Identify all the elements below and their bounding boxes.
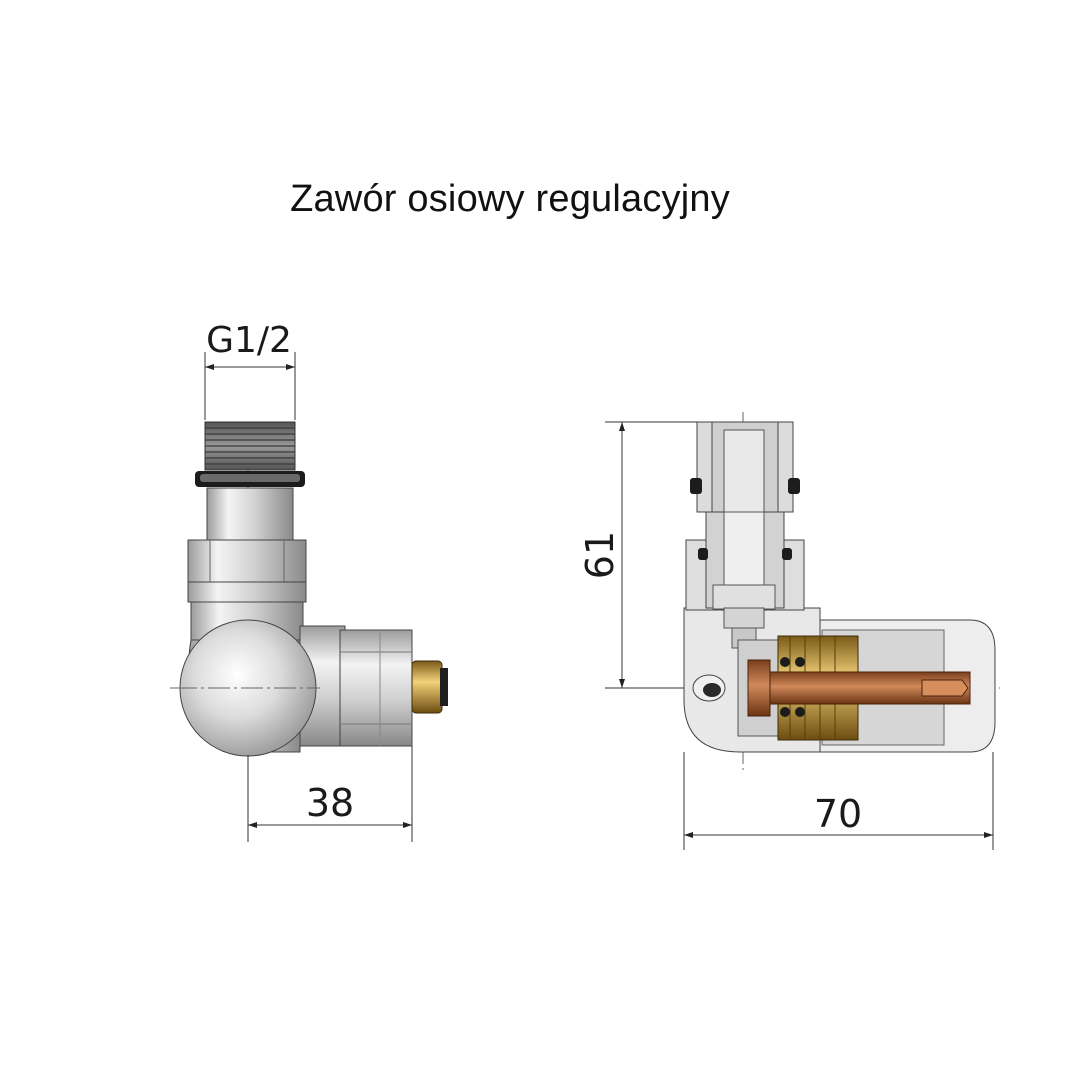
left-width-label: 38 <box>306 781 354 825</box>
thread-size-label: G1/2 <box>206 320 292 361</box>
height-label: 61 <box>578 531 622 579</box>
left-view: G1/2 38 <box>170 320 448 842</box>
page-title: Zawór osiowy regulacyjny <box>290 178 730 220</box>
right-view: 61 70 <box>578 412 1000 850</box>
right-width-label: 70 <box>814 792 862 836</box>
